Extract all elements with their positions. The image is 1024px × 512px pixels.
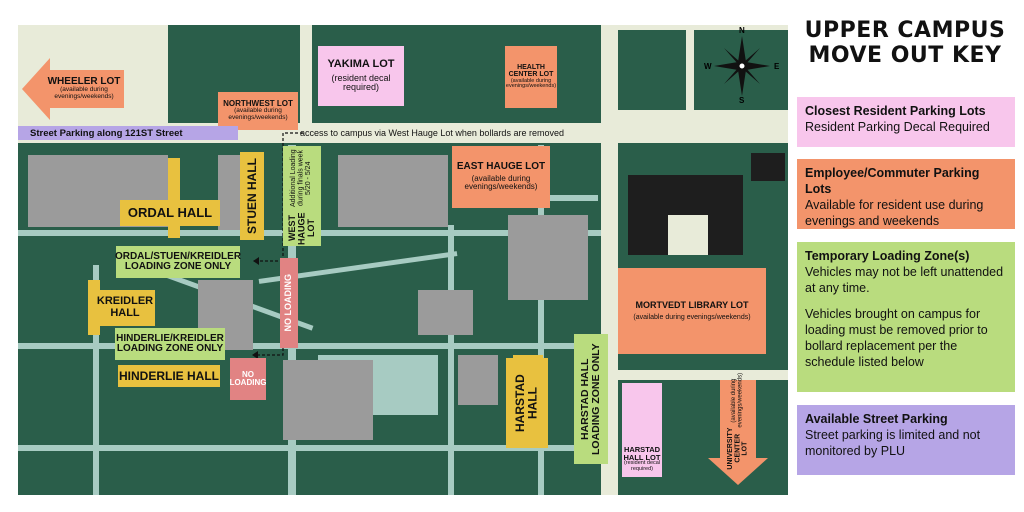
east-hauge-lot-name: EAST HAUGE LOT — [456, 161, 546, 173]
west-hauge-lot[interactable]: WEST HAUGE LOT Additional Loading during… — [283, 146, 321, 246]
university-center-lot-name: UNIVERSITY CENTER LOT — [726, 427, 749, 470]
path — [538, 145, 544, 495]
mortvedt-library-lot[interactable]: MORTVEDT LIBRARY LOT (available during e… — [618, 268, 766, 354]
harstad-lot-name: HARSTAD HALL LOT — [623, 444, 661, 462]
mortvedt-lot-note: (available during evenings/weekends) — [633, 313, 751, 321]
offcampus-strip — [300, 25, 312, 135]
key-resident-desc: Resident Parking Decal Required — [805, 120, 990, 134]
key-employee-title: Employee/Commuter Parking Lots — [805, 166, 980, 196]
path — [448, 225, 454, 495]
dark-building-notch — [668, 215, 708, 255]
harstad-loading-zone[interactable]: HARSTAD HALL LOADING ZONE ONLY — [574, 334, 608, 464]
compass-e: E — [774, 62, 780, 71]
ordal-hall-label: ORDAL HALL — [127, 205, 213, 221]
mortvedt-lot-name: MORTVEDT LIBRARY LOT — [635, 300, 749, 311]
harstad-loading-zone-label: HARSTAD HALL LOADING ZONE ONLY — [578, 343, 602, 455]
wheeler-lot-note: (available during evenings/weekends) — [54, 86, 114, 101]
kreidler-hall-label-2: HALL — [110, 307, 140, 319]
health-center-lot[interactable]: HEALTH CENTER LOT (available during even… — [505, 46, 557, 108]
stuen-hall[interactable]: STUEN HALL — [240, 152, 264, 240]
key-street-title: Available Street Parking — [805, 412, 948, 426]
stuen-hall-label: STUEN HALL — [244, 158, 259, 234]
key-loading-desc: Vehicles may not be left unattended at a… — [805, 265, 1004, 295]
harstad-lot-note: (resident decal required) — [623, 460, 661, 473]
key-loading-zones: Temporary Loading Zone(s) Vehicles may n… — [797, 242, 1015, 392]
key-street-desc: Street parking is limited and not monito… — [805, 428, 981, 458]
northwest-lot-name: NORTHWEST LOT — [223, 98, 293, 108]
dark-building-small — [751, 153, 785, 181]
no-loading-zone-2[interactable]: NO LOADING — [230, 358, 266, 400]
no-loading-zone-1[interactable]: NO LOADING — [280, 258, 298, 348]
yakima-lot-note: (resident decal required) — [331, 72, 391, 93]
access-note: access to campus via West Hauge Lot when… — [300, 128, 564, 138]
path — [18, 445, 601, 451]
health-lot-note: (available during evenings/weekends) — [505, 77, 557, 90]
building — [283, 360, 373, 440]
no-loading-label-1: NO LOADING — [283, 274, 294, 332]
hinderlie-kreidler-zone[interactable]: HINDERLIE/KREIDLER LOADING ZONE ONLY — [115, 328, 225, 360]
west-hauge-lot-note: Additional Loading during finals week 5/… — [289, 149, 312, 208]
key-title-line2: MOVE OUT KEY — [808, 43, 1002, 69]
building — [508, 215, 588, 300]
kreidler-hall[interactable]: KREIDLER HALL — [95, 290, 155, 326]
northwest-lot-note: (available during evenings/weekends) — [228, 107, 288, 122]
wheeler-lot-arrow[interactable]: WHEELER LOT (available during evenings/w… — [22, 58, 124, 120]
arrow-left-icon — [22, 58, 124, 120]
key-street-parking: Available Street Parking Street parking … — [797, 405, 1015, 475]
key-resident-lots: Closest Resident Parking Lots Resident P… — [797, 97, 1015, 147]
east-hauge-lot[interactable]: EAST HAUGE LOT (available during evening… — [452, 146, 550, 208]
path — [93, 265, 99, 495]
yakima-lot[interactable]: YAKIMA LOT (resident decal required) — [318, 46, 404, 106]
harstad-hall-label: HARSTAD HALL — [513, 374, 540, 432]
building — [418, 290, 473, 335]
hinderlie-kreidler-zone-label: HINDERLIE/KREIDLER LOADING ZONE ONLY — [116, 332, 224, 354]
building — [458, 355, 498, 405]
west-hauge-lot-name: WEST HAUGE LOT — [286, 212, 316, 245]
compass-w: W — [704, 62, 712, 71]
no-loading-label-2: NO LOADING — [229, 369, 267, 387]
key-title: UPPER CAMPUS MOVE OUT KEY — [800, 18, 1010, 69]
arrow-down-icon — [708, 380, 768, 485]
hinderlie-hall[interactable]: HINDERLIE HALL — [118, 365, 220, 387]
key-title-line1: UPPER CAMPUS — [804, 18, 1006, 43]
east-block-top — [618, 30, 788, 110]
street-parking-121st[interactable]: Street Parking along 121ST Street — [18, 126, 238, 140]
east-hauge-lot-note: (available during evenings/weekends) — [464, 173, 538, 192]
kreidler-hall-label-1: KREIDLER — [96, 295, 154, 308]
east-block-divider — [686, 30, 694, 110]
compass-icon — [714, 36, 770, 96]
compass-rose: N S W E — [702, 26, 782, 106]
yakima-lot-name: YAKIMA LOT — [327, 58, 395, 71]
key-employee-desc: Available for resident use during evenin… — [805, 198, 984, 228]
ordal-hall[interactable]: ORDAL HALL — [120, 200, 220, 226]
northwest-lot[interactable]: NORTHWEST LOT (available during evenings… — [218, 92, 298, 130]
key-resident-title: Closest Resident Parking Lots — [805, 104, 986, 118]
compass-s: S — [739, 96, 745, 105]
street-parking-label: Street Parking along 121ST Street — [30, 127, 183, 139]
ordal-stuen-kreidler-zone[interactable]: ORDAL/STUEN/KREIDLER LOADING ZONE ONLY — [114, 246, 242, 278]
wheeler-lot-name: WHEELER LOT — [47, 75, 121, 87]
health-lot-name: HEALTH CENTER LOT — [508, 63, 554, 79]
university-center-lot-note: (available during evenings/weekends) — [731, 372, 744, 428]
key-loading-title: Temporary Loading Zone(s) — [805, 249, 970, 263]
compass-n: N — [739, 26, 745, 35]
ordal-stuen-kreidler-zone-label: ORDAL/STUEN/KREIDLER LOADING ZONE ONLY — [114, 250, 242, 272]
university-center-lot-arrow[interactable]: UNIVERSITY CENTER LOT (available during … — [708, 373, 768, 485]
key-employee-lots: Employee/Commuter Parking Lots Available… — [797, 159, 1015, 229]
building — [338, 155, 448, 227]
hinderlie-hall-label: HINDERLIE HALL — [119, 368, 219, 383]
path — [18, 343, 601, 349]
harstad-hall[interactable]: HARSTAD HALL — [506, 358, 548, 448]
harstad-hall-lot[interactable]: HARSTAD HALL LOT (resident decal require… — [622, 383, 662, 477]
key-loading-desc2: Vehicles brought on campus for loading m… — [805, 307, 988, 369]
